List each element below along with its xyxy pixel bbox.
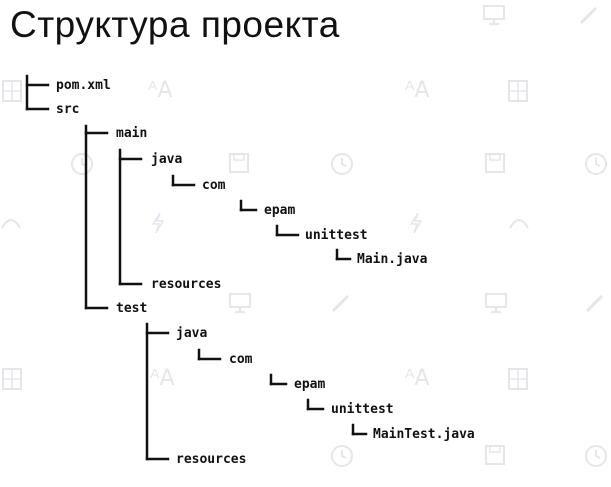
calculator-icon xyxy=(2,80,22,102)
page-title: Структура проекта xyxy=(10,4,340,45)
monitor-icon xyxy=(228,292,252,314)
tree-item-main-java: java xyxy=(151,152,183,167)
tree-item-test-unittest: unittest xyxy=(331,402,394,417)
lightning-icon xyxy=(150,212,166,234)
font-size-icon: ᴬA xyxy=(405,366,430,391)
pencil-icon xyxy=(578,4,600,26)
tree-item-main-java-file: Main.java xyxy=(357,252,428,267)
font-size-icon: ᴬA xyxy=(405,78,430,103)
bezier-icon xyxy=(0,212,22,232)
tree-item-main: main xyxy=(116,126,148,141)
clock-icon xyxy=(584,444,608,468)
clock-icon xyxy=(330,152,354,176)
calculator-icon xyxy=(508,368,528,390)
monitor-icon xyxy=(482,4,506,26)
pencil-icon xyxy=(584,292,606,314)
calculator-icon xyxy=(508,80,528,102)
bezier-icon xyxy=(508,212,530,232)
tree-item-test-epam: epam xyxy=(294,377,326,392)
tree-item-test-java: java xyxy=(176,326,208,341)
tree-item-test-resources: resources xyxy=(176,452,247,467)
tree-item-main-unittest: unittest xyxy=(305,228,368,243)
clock-icon xyxy=(584,152,608,176)
tree-item-test-java-file: MainTest.java xyxy=(373,427,475,442)
save-icon xyxy=(484,152,506,174)
pencil-icon xyxy=(330,292,352,314)
tree-item-main-com: com xyxy=(202,178,226,193)
tree-item-test: test xyxy=(116,301,148,316)
clock-icon xyxy=(70,152,94,176)
monitor-icon xyxy=(484,292,508,314)
clock-icon xyxy=(330,444,354,468)
font-size-icon: ᴬA xyxy=(148,78,173,103)
lightning-icon xyxy=(408,212,424,234)
font-size-icon: ᴬA xyxy=(150,366,175,391)
tree-item-test-com: com xyxy=(229,352,253,367)
tree-item-src: src xyxy=(56,102,80,117)
tree-item-pom-xml: pom.xml xyxy=(56,78,111,93)
tree-item-main-epam: epam xyxy=(264,203,296,218)
save-icon xyxy=(228,152,250,174)
save-icon xyxy=(484,444,506,466)
tree-item-main-resources: resources xyxy=(151,277,222,292)
calculator-icon xyxy=(2,368,22,390)
